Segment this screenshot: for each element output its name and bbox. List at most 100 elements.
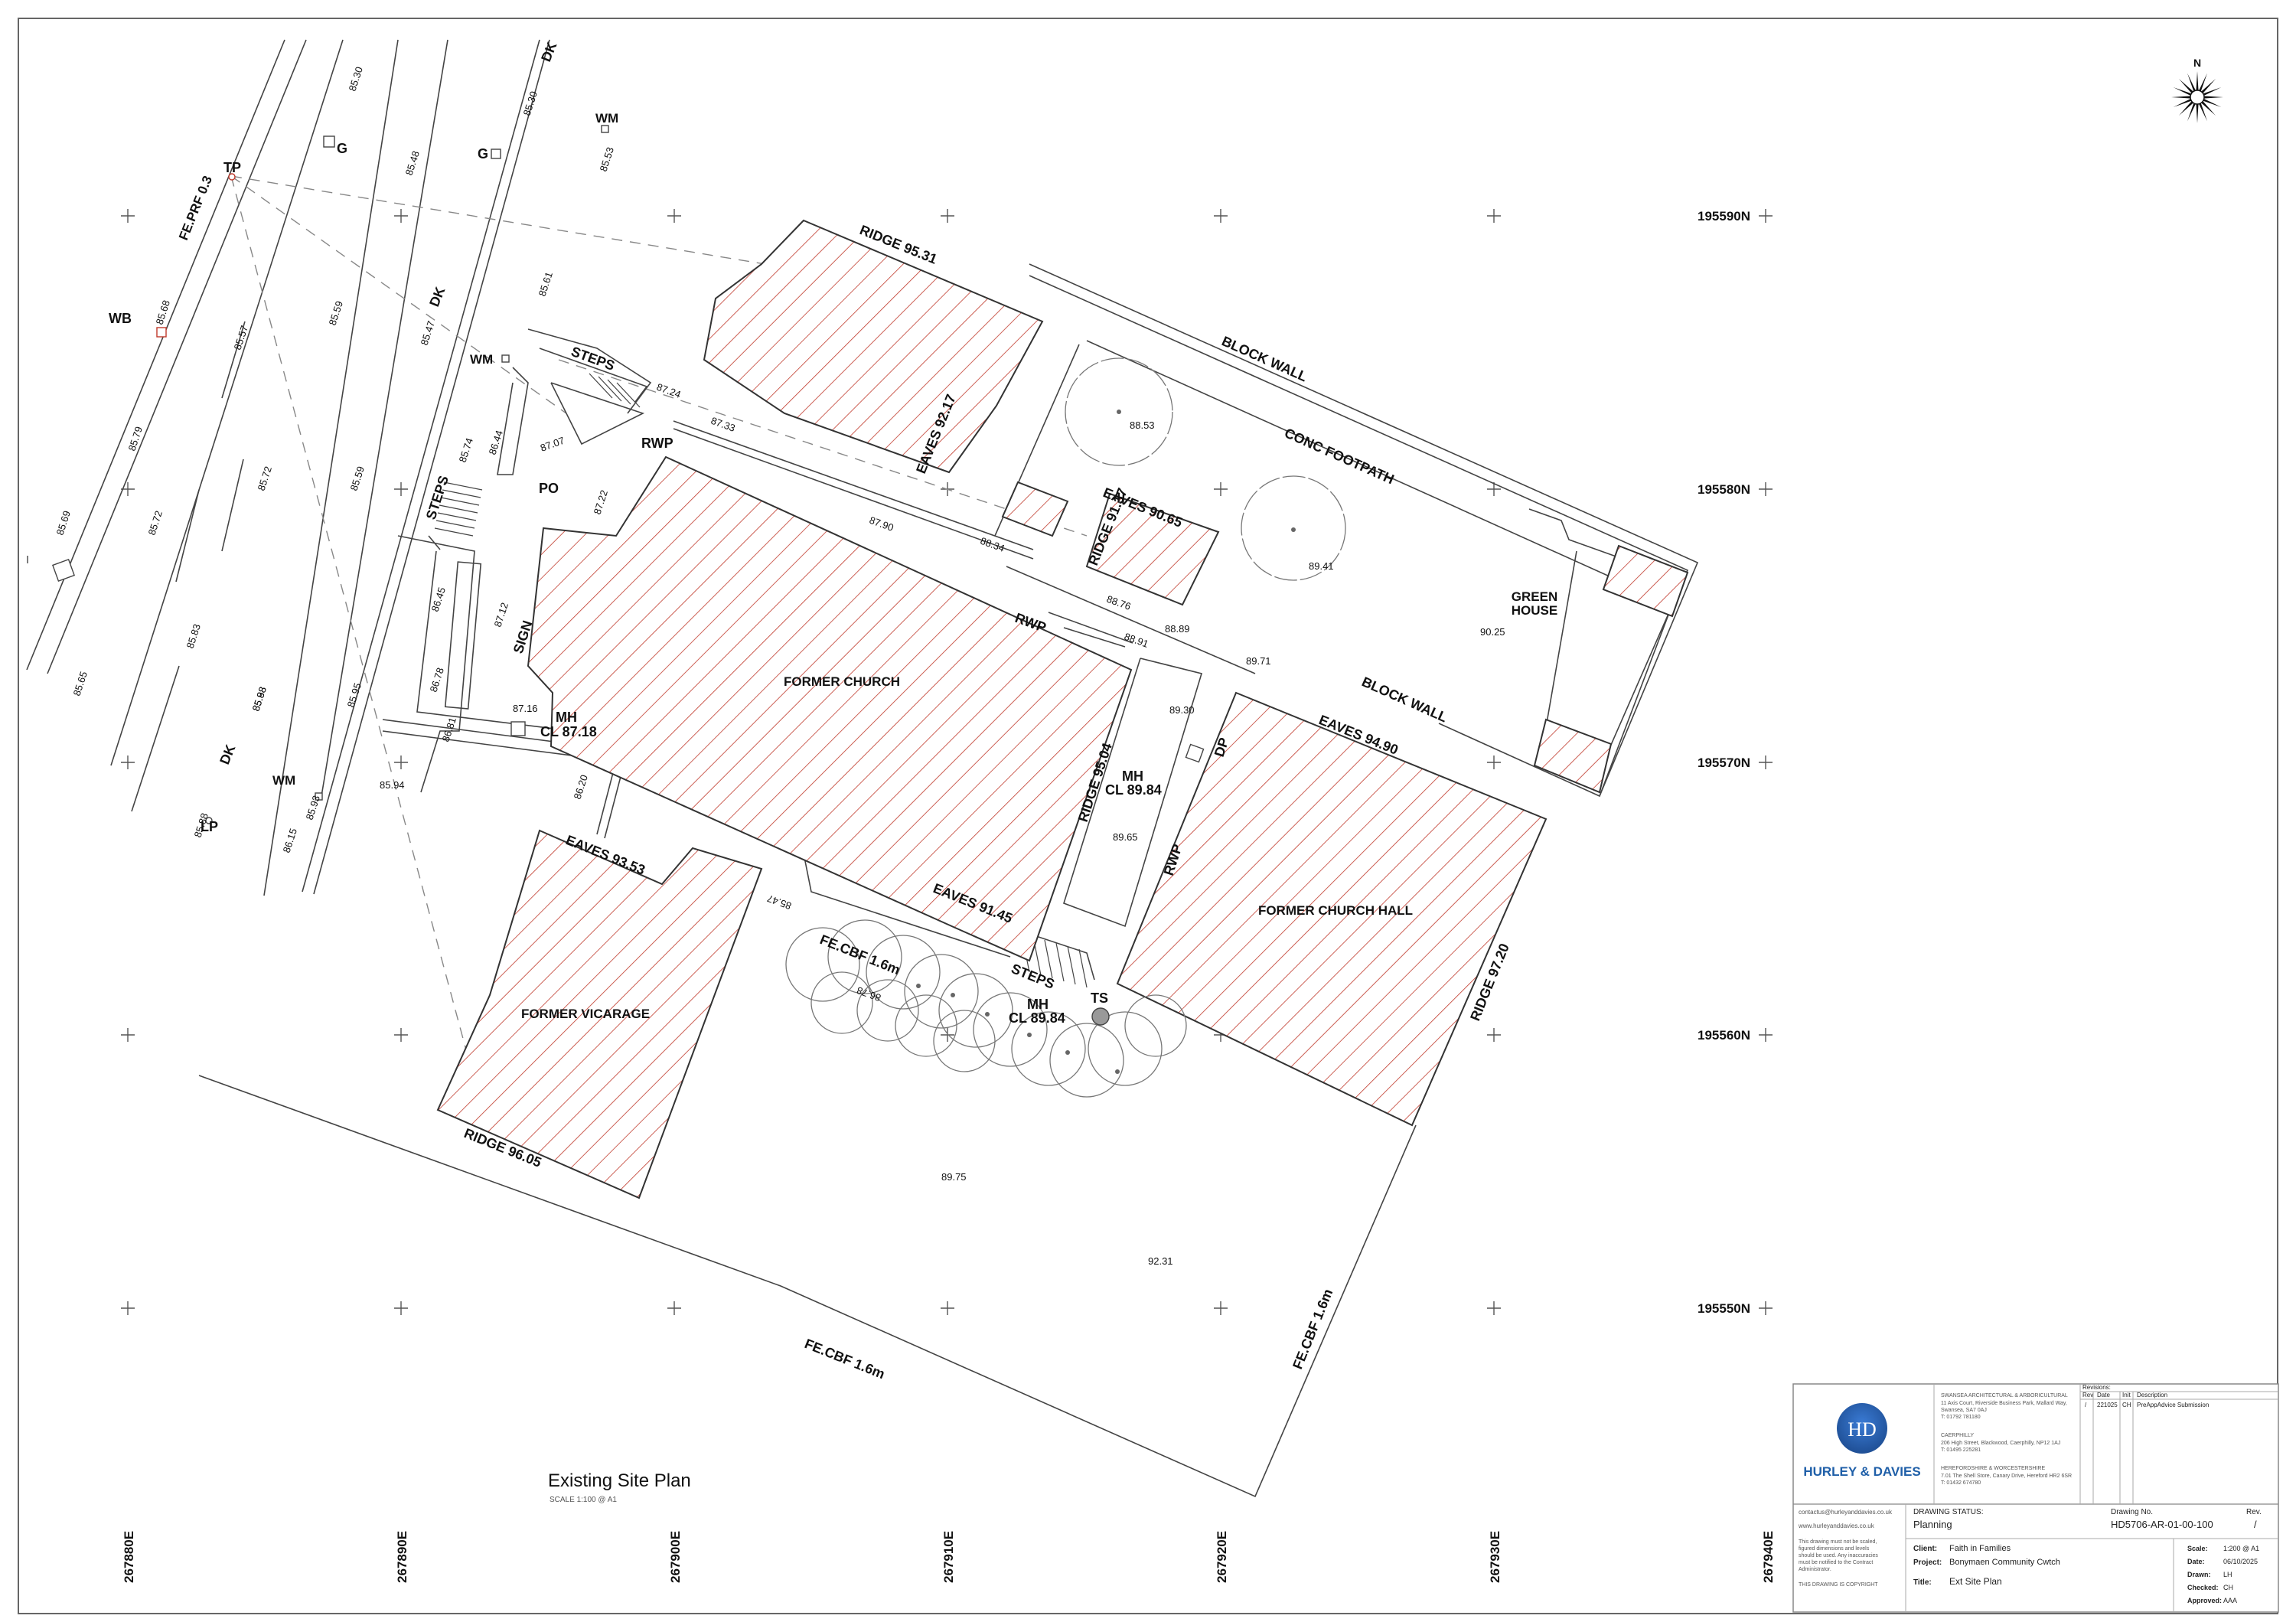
- office-phone: T: 01432 674780: [1941, 1480, 1981, 1486]
- disclaimer-line: This drawing must not be scaled,: [1799, 1539, 1877, 1545]
- spot-level: 86.15: [281, 827, 299, 854]
- spot-level: 89.75: [941, 1171, 967, 1183]
- office-phone: T: 01495 225281: [1941, 1447, 1981, 1453]
- tree-centres: [916, 410, 1296, 1074]
- copyright-note: THIS DRAWING IS COPYRIGHT: [1799, 1582, 1878, 1588]
- company-logo: [1837, 1403, 1887, 1454]
- rev-header: Description: [2137, 1392, 2167, 1398]
- building-former-vicarage: [436, 829, 763, 1199]
- rev-header: Init: [2122, 1392, 2131, 1398]
- office-title: CAERPHILLY: [1941, 1433, 1974, 1438]
- status-value: Planning: [1913, 1519, 1952, 1530]
- trees: [785, 357, 1346, 1098]
- checked-value: CH: [2223, 1584, 2233, 1591]
- spot-level: 85.74: [457, 436, 475, 464]
- spot-level: 85.94: [380, 779, 405, 791]
- drawing-scale-note: SCALE 1:100 @ A1: [550, 1496, 617, 1504]
- spot-level: 88.89: [1165, 623, 1190, 635]
- northing-label: 195560N: [1698, 1028, 1750, 1043]
- spot-level: 85.83: [184, 622, 203, 650]
- easting-label: 267900E: [668, 1531, 683, 1583]
- building-annex: [1085, 492, 1220, 606]
- northing-label: 195580N: [1698, 482, 1750, 497]
- gully-symbol: [491, 148, 501, 159]
- spot-level: 86.78: [428, 666, 446, 694]
- spot-level: 85.61: [536, 270, 555, 298]
- building-shed: [1001, 481, 1069, 537]
- spot-level: 89.65: [1113, 831, 1138, 843]
- label-manhole-cover: CL 89.84: [1105, 782, 1162, 798]
- rev-cell: /: [2085, 1402, 2087, 1408]
- label-dk: DK: [538, 40, 559, 64]
- disclaimer-line: should be used. Any inaccuracies: [1799, 1553, 1878, 1558]
- building-upper-north: [703, 219, 1044, 474]
- spot-level: 85.98: [250, 685, 269, 713]
- north-arrow-label: N: [2193, 57, 2201, 69]
- client-value: Faith in Families: [1949, 1544, 2011, 1553]
- building-former-church: [527, 455, 1133, 962]
- client-label: Client:: [1913, 1545, 1937, 1553]
- office-title: SWANSEA ARCHITECTURAL & ARBORICULTURAL: [1941, 1393, 2068, 1398]
- spot-level: 88.91: [1123, 631, 1150, 650]
- date-value: 06/10/2025: [2223, 1558, 2258, 1565]
- street-furniture: [27, 125, 609, 824]
- greenhouse-section: [1533, 718, 1613, 794]
- label-g: G: [337, 141, 347, 156]
- gully-symbol: [323, 135, 335, 148]
- easting-label: 267920E: [1215, 1531, 1229, 1583]
- disclaimer-line: Administrator.: [1799, 1567, 1831, 1572]
- revisions-title: Revisions:: [2082, 1384, 2111, 1391]
- manhole-symbol: [510, 721, 526, 736]
- sheet-border: [18, 18, 2278, 1614]
- spot-level: 85.79: [126, 425, 145, 452]
- paths-and-walls: [382, 328, 1203, 981]
- rev-header: Rev: [2082, 1392, 2093, 1398]
- drawing-title: Existing Site Plan: [548, 1470, 691, 1491]
- spot-level: 85.72: [146, 509, 165, 537]
- office-address: Swansea, SA7 0AJ: [1941, 1408, 1987, 1413]
- spot-level: 87.12: [492, 601, 510, 628]
- label-wm: WM: [272, 773, 295, 788]
- manhole-symbol: [1185, 743, 1205, 763]
- drawn-value: LH: [2223, 1571, 2232, 1578]
- spot-level: 87.33: [709, 415, 737, 434]
- northing-label: 195570N: [1698, 756, 1750, 770]
- spot-level: 85.65: [71, 670, 90, 697]
- label-manhole: MH: [1122, 769, 1143, 784]
- project-value: Bonymaen Community Cwtch: [1949, 1558, 2060, 1567]
- spot-level: 89.71: [1246, 655, 1271, 667]
- steps-linework: [434, 373, 1088, 988]
- spot-level: 85.47: [765, 893, 793, 912]
- scale-value: 1:200 @ A1: [2223, 1545, 2259, 1552]
- spot-level: 85.72: [256, 465, 274, 492]
- spot-level: 85.53: [598, 145, 616, 173]
- water-box-symbol: [156, 327, 167, 338]
- label-lp: LP: [201, 819, 218, 834]
- label-po: PO: [539, 481, 559, 496]
- site-boundary: [198, 263, 1699, 1498]
- buildings: [436, 219, 1689, 1199]
- office-address: 206 High Street, Blackwood, Caerphilly, …: [1941, 1441, 2060, 1446]
- water-meter-symbol: [315, 792, 323, 801]
- company-website: www.hurleyanddavies.co.uk: [1798, 1522, 1875, 1529]
- spot-level: 87.16: [513, 703, 538, 714]
- title-value: Ext Site Plan: [1949, 1576, 2002, 1587]
- spot-level: 86.20: [572, 773, 590, 801]
- label-greenhouse: GREEN: [1512, 589, 1557, 604]
- rev-value: /: [2254, 1519, 2257, 1530]
- label-block-wall: BLOCK WALL: [1219, 333, 1309, 384]
- lamp-post-symbol: [205, 817, 213, 824]
- office-phone: T: 01792 781180: [1941, 1415, 1981, 1420]
- easting-label: 267930E: [1488, 1531, 1502, 1583]
- greenhouse-section: [1602, 544, 1689, 618]
- scale-label: Scale:: [2187, 1545, 2208, 1552]
- company-email: contactus@hurleyanddavies.co.uk: [1799, 1509, 1893, 1516]
- office-title: HEREFORDSHIRE & WORCESTERSHIRE: [1941, 1466, 2045, 1471]
- label-tp: TP: [223, 160, 241, 175]
- label-fence: FE.CBF 1.6m: [803, 1336, 887, 1382]
- disclaimer-line: figured dimensions and levels: [1799, 1546, 1870, 1552]
- northing-label: 195590N: [1698, 209, 1750, 224]
- spot-level: 85.95: [345, 681, 364, 709]
- drawn-label: Drawn:: [2187, 1571, 2211, 1578]
- label-g: G: [478, 146, 488, 162]
